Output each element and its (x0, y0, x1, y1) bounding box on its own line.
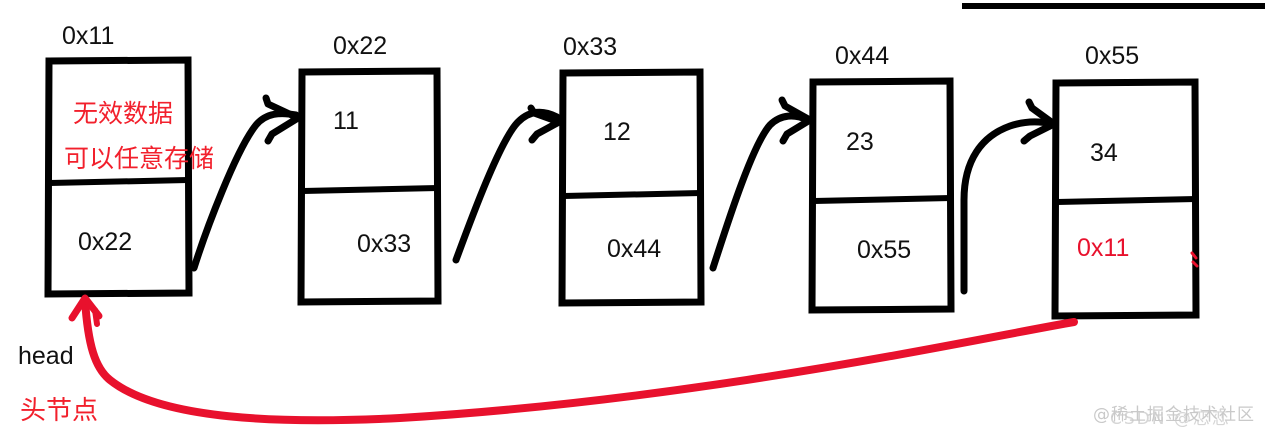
back-pointer-arrowhead-tick (92, 307, 100, 327)
node-data-1-line2: 可以任意存储 (64, 144, 215, 173)
node-address-label-4: 0x44 (835, 42, 890, 70)
arrow-head-upper (1025, 98, 1058, 128)
next-arrow-2 (452, 104, 563, 264)
node-outline (808, 77, 955, 314)
top-rule (962, 3, 1265, 9)
ink-fleck (1190, 251, 1199, 268)
arrow-head-upper (262, 94, 302, 122)
node-data-1-line1: 无效数据 (73, 99, 174, 128)
node-address-label-1: 0x11 (62, 22, 115, 50)
next-arrow-3 (709, 96, 814, 272)
node-divider (1056, 196, 1197, 205)
node-next-1: 0x22 (78, 228, 133, 256)
node-box-0x55 (1051, 78, 1200, 320)
node-outline (558, 68, 705, 307)
head-label-cn: 头节点 (20, 396, 99, 426)
node-outline (297, 67, 442, 306)
next-arrow-4 (960, 98, 1058, 295)
node-next-3: 0x44 (607, 235, 662, 263)
node-next-4: 0x55 (857, 236, 912, 264)
node-box-0x44 (808, 77, 955, 314)
node-next-5: 0x11 (1077, 234, 1130, 262)
node-data-3: 12 (603, 118, 631, 146)
arrow-shaft (960, 118, 1056, 295)
node-divider (49, 177, 189, 186)
watermark-front: @稀土掘金技术社区 (1093, 405, 1255, 425)
arrow-head-upper (778, 96, 814, 124)
watermark-back: CSDN @恋恋 (1110, 409, 1231, 429)
node-address-label-3: 0x33 (563, 33, 618, 61)
node-box-0x33 (558, 68, 705, 307)
back-pointer-shaft (81, 296, 1078, 425)
node-next-2: 0x33 (357, 230, 412, 258)
arrow-shaft (190, 110, 300, 272)
node-address-label-5: 0x55 (1085, 42, 1140, 70)
arrow-shaft (709, 112, 812, 272)
node-data-2: 11 (333, 107, 359, 135)
head-label: head (18, 342, 74, 370)
arrow-head-lower (779, 116, 814, 145)
node-address-label-2: 0x22 (333, 32, 388, 60)
red-back-pointer (68, 251, 1199, 425)
arrow-head-lower (1020, 120, 1058, 145)
node-data-5: 34 (1090, 139, 1118, 167)
node-divider (563, 190, 702, 199)
arrow-head-upper (527, 104, 563, 126)
node-divider (813, 195, 952, 204)
arrow-head-lower (264, 114, 302, 145)
node-data-4: 23 (846, 128, 874, 156)
next-arrow-1 (190, 94, 302, 272)
node-outline (44, 56, 193, 298)
node-box-0x11 (44, 56, 193, 298)
arrow-head-lower (528, 118, 563, 144)
node-box-0x22 (297, 67, 442, 306)
node-divider (302, 185, 439, 194)
